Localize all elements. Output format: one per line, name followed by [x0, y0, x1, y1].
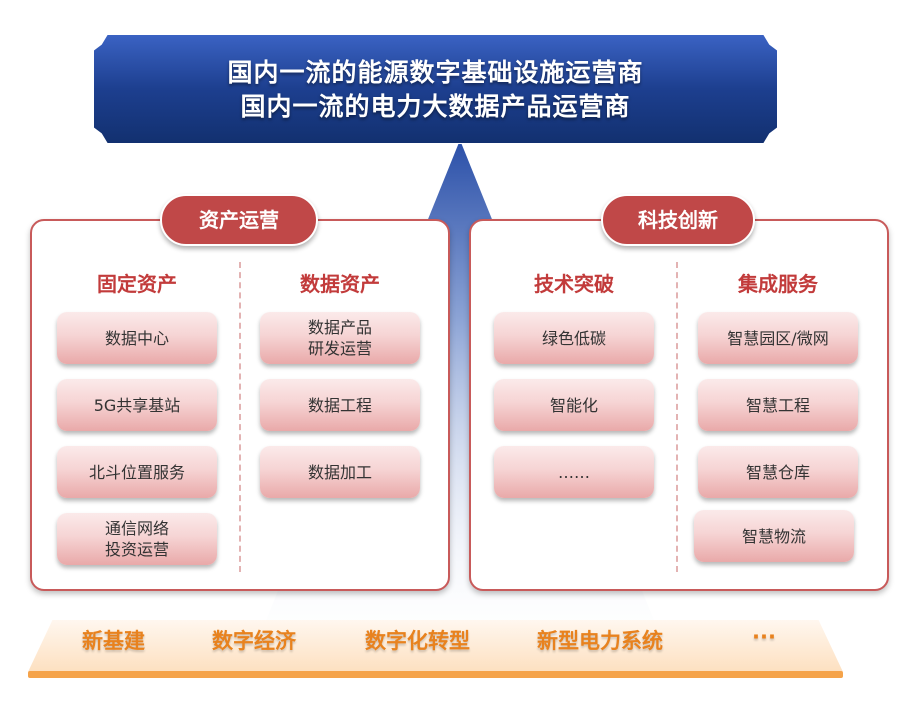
- service-item: 智慧工程: [698, 379, 858, 431]
- bottom-band: [28, 620, 843, 678]
- right-panel-divider: [676, 262, 678, 572]
- tech-item: 智能化: [494, 379, 654, 431]
- tech-breakthrough-heading: 技术突破: [534, 272, 614, 296]
- bottom-keyword: ···: [752, 625, 776, 649]
- fixed-asset-item: 数据中心: [57, 312, 217, 364]
- tech-item: 绿色低碳: [494, 312, 654, 364]
- bottom-keyword: 新基建: [82, 629, 145, 653]
- data-asset-item: 数据工程: [260, 379, 420, 431]
- fixed-asset-item: 5G共享基站: [57, 379, 217, 431]
- service-item: 智慧仓库: [698, 446, 858, 498]
- tech-item: ……: [494, 446, 654, 498]
- fixed-assets-heading: 固定资产: [97, 272, 177, 296]
- data-asset-item: 数据加工: [260, 446, 420, 498]
- fixed-asset-item: 北斗位置服务: [57, 446, 217, 498]
- integrated-services-heading: 集成服务: [738, 272, 818, 296]
- fixed-asset-item: 通信网络 投资运营: [57, 513, 217, 565]
- service-item: 智慧物流: [694, 510, 854, 562]
- asset-operation-title: 资产运营: [160, 194, 318, 246]
- data-asset-item: 数据产品 研发运营: [260, 312, 420, 364]
- bottom-keyword: 新型电力系统: [537, 629, 663, 653]
- service-item: 智慧园区/微网: [698, 312, 858, 364]
- top-banner: 国内一流的能源数字基础设施运营商 国内一流的电力大数据产品运营商: [93, 34, 778, 144]
- data-assets-heading: 数据资产: [300, 272, 380, 296]
- banner-line-1: 国内一流的能源数字基础设施运营商: [227, 58, 644, 87]
- banner-line-2: 国内一流的电力大数据产品运营商: [240, 92, 631, 121]
- left-panel-divider: [239, 262, 241, 572]
- bottom-keyword: 数字化转型: [365, 629, 470, 653]
- bottom-keyword: 数字经济: [212, 629, 296, 653]
- tech-innovation-title: 科技创新: [601, 194, 755, 246]
